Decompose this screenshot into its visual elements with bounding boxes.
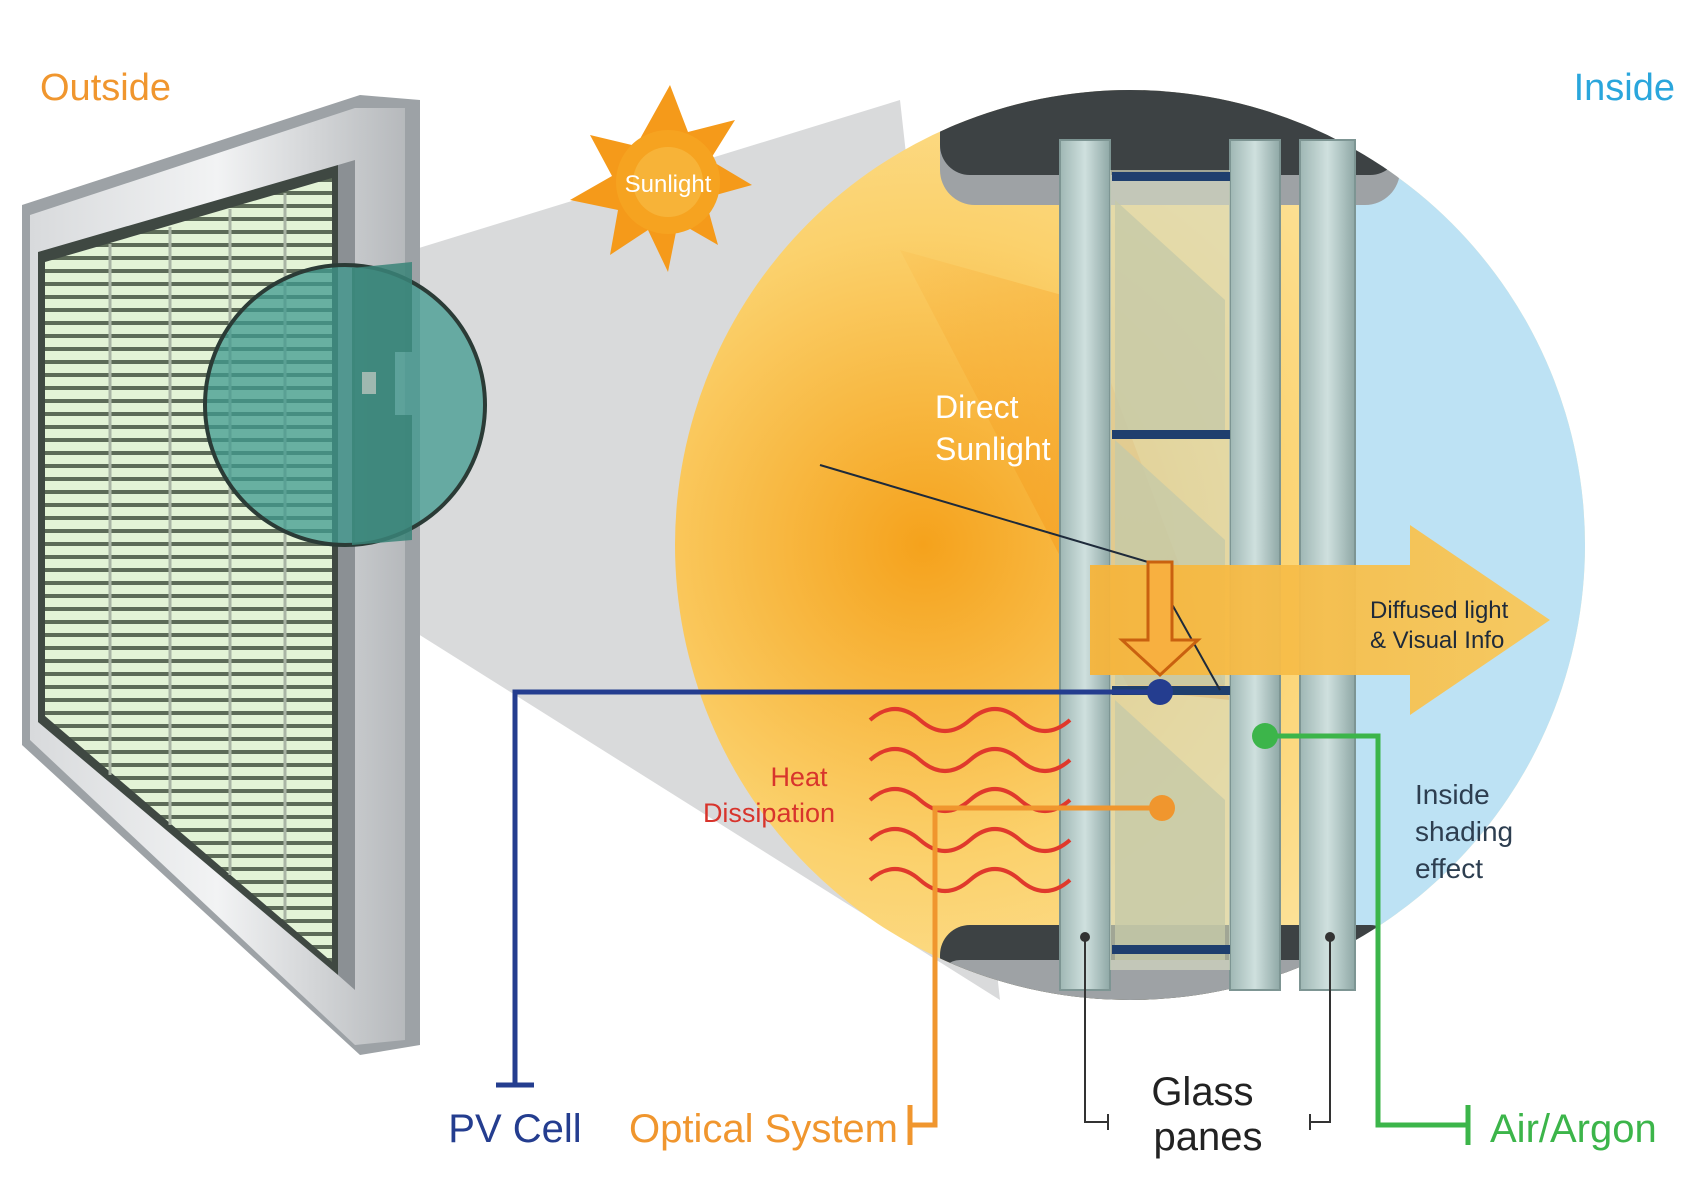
direct-sunlight-label: Direct Sunlight (935, 389, 1051, 467)
air-argon-label: Air/Argon (1490, 1107, 1657, 1151)
pv-cell-label: PV Cell (448, 1107, 581, 1151)
sunlight-label: Sunlight (625, 171, 712, 198)
sun-icon (570, 85, 752, 272)
pv-cell-dot (1147, 679, 1173, 705)
optical-system-label: Optical System (629, 1107, 898, 1151)
glass-panes-connector (1084, 937, 1331, 1130)
inside-label: Inside (1574, 67, 1675, 109)
down-arrow (1118, 560, 1202, 678)
glass-panes-label: Glass panes (1151, 1070, 1264, 1159)
diffused-light-label: Diffused light & Visual Info (1370, 597, 1515, 654)
outside-label: Outside (40, 67, 171, 109)
air-argon-dot (1252, 723, 1278, 749)
pv-cell-connector (496, 689, 1160, 1088)
heat-dissipation-label: Heat Dissipation (703, 762, 835, 828)
air-argon-connector (1265, 733, 1471, 1145)
optical-system-dot (1149, 795, 1175, 821)
sunlight-ray (819, 464, 1149, 563)
window-frame-outside (22, 95, 420, 1055)
detail-magnifier (203, 262, 487, 547)
diffused-light-arrow (1090, 525, 1550, 715)
inside-shading-label: Inside shading effect (1415, 779, 1521, 884)
optical-system-connector (907, 805, 1162, 1145)
